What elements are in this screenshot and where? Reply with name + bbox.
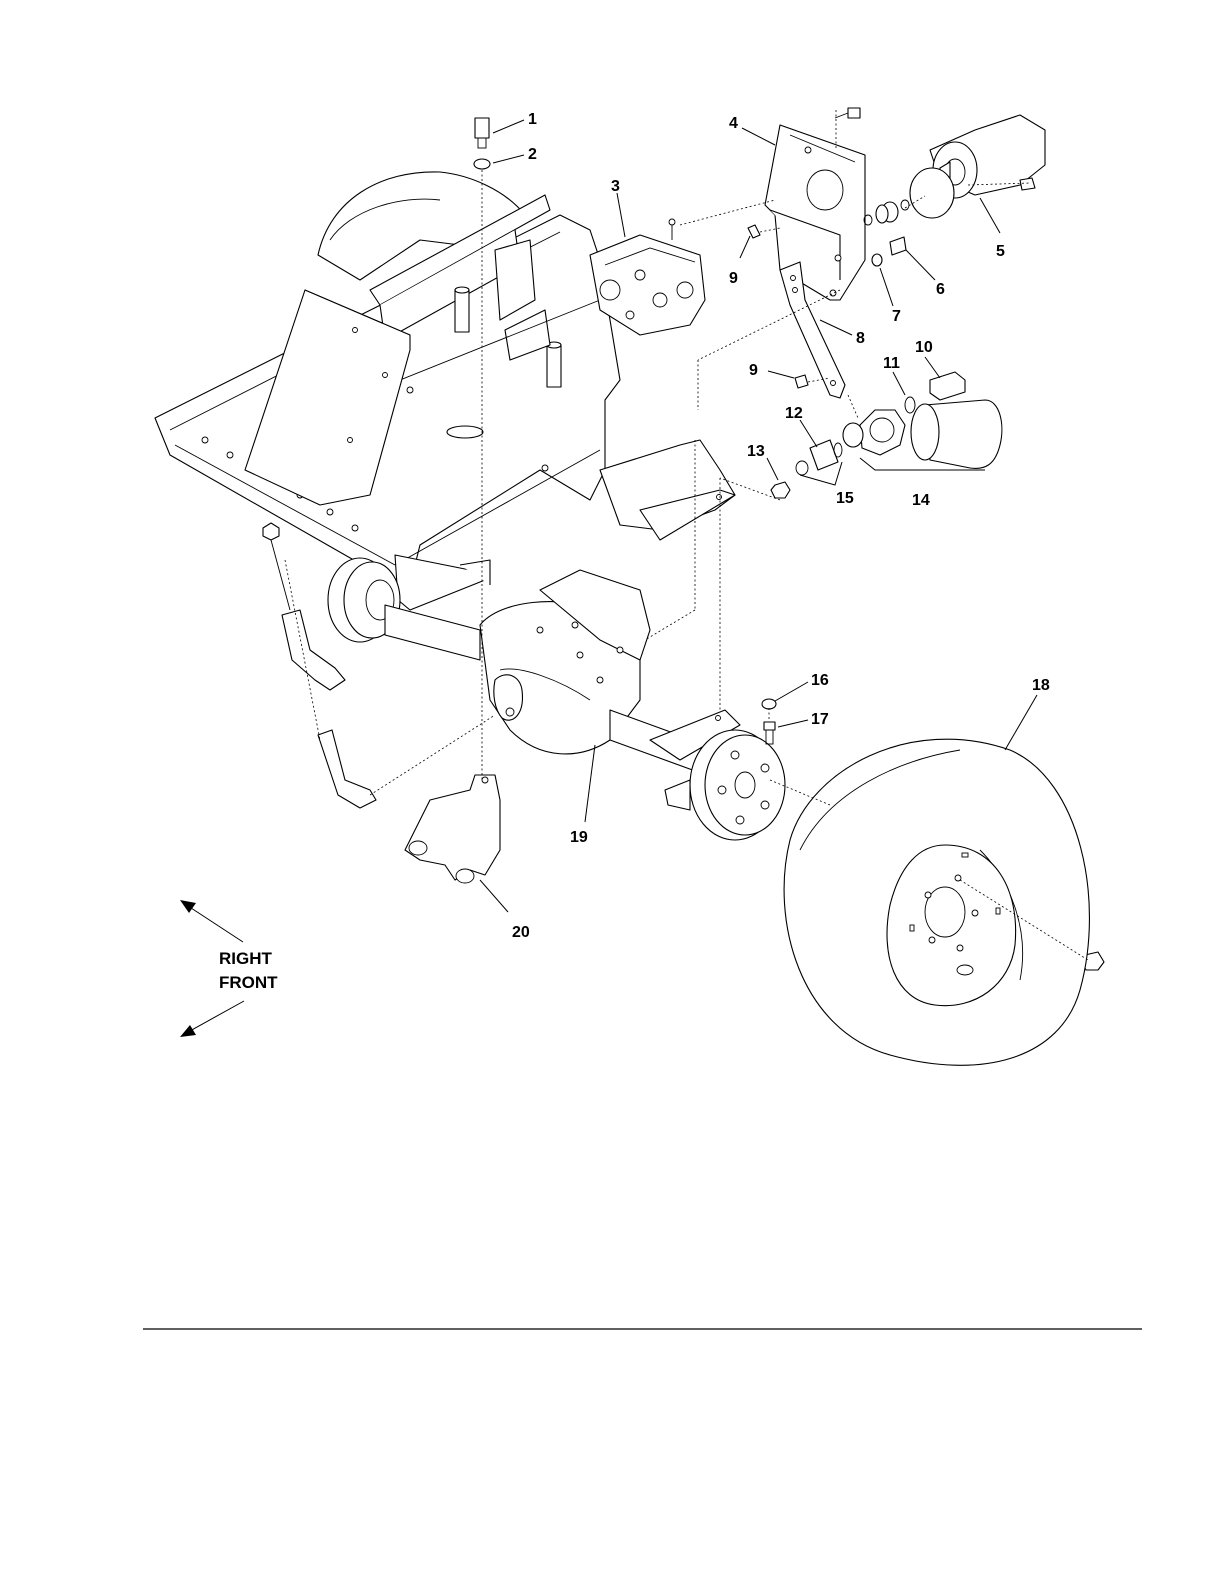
callout-19: 19 bbox=[570, 829, 588, 846]
callout-4: 4 bbox=[729, 115, 738, 132]
right-label: RIGHT bbox=[219, 949, 273, 968]
rear-wheel-tire bbox=[784, 739, 1089, 1065]
callout-7: 7 bbox=[892, 308, 901, 325]
callout-9-lower: 9 bbox=[749, 362, 758, 379]
front-arrow-icon bbox=[180, 1025, 196, 1037]
rear-axle-assembly bbox=[328, 558, 785, 840]
callout-20: 20 bbox=[512, 924, 530, 941]
callout-1: 1 bbox=[528, 111, 537, 128]
callout-5: 5 bbox=[996, 243, 1005, 260]
axle-support-bracket bbox=[405, 775, 500, 883]
callout-12: 12 bbox=[785, 405, 803, 422]
callout-16: 16 bbox=[811, 672, 829, 689]
callout-2: 2 bbox=[528, 146, 537, 163]
callout-6: 6 bbox=[936, 281, 945, 298]
callout-3: 3 bbox=[611, 178, 620, 195]
callout-11: 11 bbox=[883, 355, 900, 372]
callout-17: 17 bbox=[811, 711, 829, 728]
callout-13: 13 bbox=[747, 443, 765, 460]
hydraulic-motor bbox=[864, 115, 1045, 225]
direction-indicator: RIGHT FRONT bbox=[180, 900, 278, 1037]
front-label: FRONT bbox=[219, 973, 278, 992]
callout-9-upper: 9 bbox=[729, 270, 738, 287]
callout-18: 18 bbox=[1032, 677, 1050, 694]
callout-10: 10 bbox=[915, 339, 933, 356]
callout-15: 15 bbox=[836, 490, 854, 507]
callout-14: 14 bbox=[912, 492, 930, 509]
right-arrow-icon bbox=[180, 900, 196, 913]
callout-8: 8 bbox=[856, 330, 865, 347]
